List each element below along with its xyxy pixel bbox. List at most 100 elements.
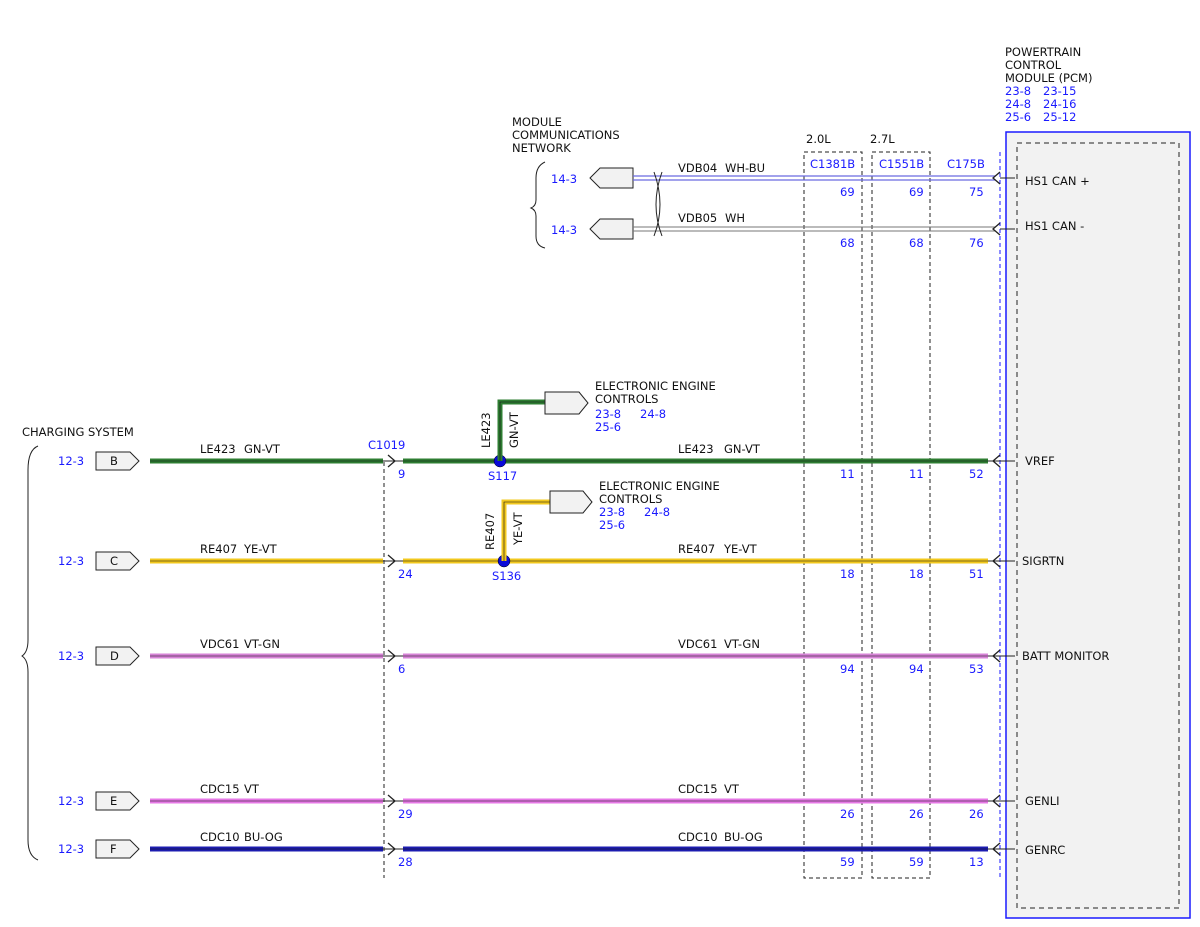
- branch-ref[interactable]: 25-6: [599, 518, 625, 532]
- connector-letter: C: [110, 554, 118, 568]
- wire-circuit: CDC10: [678, 830, 718, 844]
- network-title-line-1: MODULE: [512, 115, 562, 129]
- pcm-pin-label: BATT MONITOR: [1022, 649, 1109, 663]
- branch-connector-shape: [549, 490, 593, 514]
- network-ref[interactable]: 14-3: [551, 223, 577, 237]
- connector-letter: F: [110, 842, 117, 856]
- branch-connector-shape: [544, 391, 589, 415]
- pcm-pin-label: SIGRTN: [1022, 554, 1064, 568]
- wire-circuit: CDC15: [678, 782, 718, 796]
- pin-number: 18: [840, 567, 855, 581]
- wire-ref[interactable]: 12-3: [58, 454, 84, 468]
- branch-dest-line-1: ELECTRONIC ENGINE: [595, 379, 716, 393]
- pcm-ref[interactable]: 24-16: [1043, 97, 1076, 111]
- connector-name[interactable]: C175B: [947, 157, 985, 171]
- branch-ref[interactable]: 25-6: [595, 420, 621, 434]
- branch-circuit: LE423: [479, 412, 493, 448]
- wire-color: GN-VT: [724, 442, 761, 456]
- wire-circuit: RE407: [678, 542, 715, 556]
- wire-color: VT: [724, 782, 740, 796]
- splice-name: S136: [492, 569, 521, 583]
- wire-color: VT-GN: [244, 637, 280, 651]
- pcm-pin-label: GENLI: [1025, 794, 1060, 808]
- wire-color: VT-GN: [724, 637, 760, 651]
- branch-ref[interactable]: 24-8: [644, 505, 670, 519]
- wire-ref[interactable]: 12-3: [58, 649, 84, 663]
- c1019-pin: 24: [398, 567, 413, 581]
- network-title-line-2: COMMUNICATIONS: [512, 128, 620, 142]
- wire-color: BU-OG: [724, 830, 763, 844]
- pin-number: 76: [969, 236, 984, 250]
- pin-number: 59: [840, 855, 855, 869]
- pin-number: 69: [840, 185, 855, 199]
- pin-number: 26: [909, 807, 924, 821]
- branch-dest-line-2: CONTROLS: [595, 392, 658, 406]
- connector-name[interactable]: C1381B: [810, 157, 855, 171]
- branch-dest-line-2: CONTROLS: [599, 492, 662, 506]
- network-connector-shape: [589, 218, 634, 240]
- connector-letter: D: [110, 649, 119, 663]
- wire-connector-shape: [95, 646, 140, 666]
- branch-ref[interactable]: 23-8: [595, 407, 621, 421]
- splice-name: S117: [488, 469, 517, 483]
- c1019-pin: 6: [398, 662, 405, 676]
- wire-circuit: LE423: [200, 442, 236, 456]
- pin-number: 59: [909, 855, 924, 869]
- wire-ref[interactable]: 12-3: [58, 842, 84, 856]
- c1019-pin: 9: [398, 467, 405, 481]
- branch-color: YE-VT: [511, 511, 525, 546]
- wire-circuit: LE423: [678, 442, 714, 456]
- wire-connector-shape: [95, 791, 140, 811]
- connector-name[interactable]: C1551B: [879, 157, 924, 171]
- wire-connector-shape: [95, 451, 140, 471]
- engine-label: 2.7L: [870, 132, 895, 146]
- wire-color: YE-VT: [723, 542, 758, 556]
- engine-label: 2.0L: [806, 132, 831, 146]
- wire-color: GN-VT: [244, 442, 281, 456]
- network-section: MODULE COMMUNICATIONS NETWORK 14-3 VDB04…: [512, 115, 1015, 250]
- pcm-pin-label: VREF: [1025, 454, 1055, 468]
- inline-connectors: 2.0L 2.7L C1381B C1551B C175B C1019: [368, 132, 1001, 879]
- wire-color: WH: [725, 211, 745, 225]
- branch-ref[interactable]: 24-8: [640, 407, 666, 421]
- wire-circuit: CDC15: [200, 782, 240, 796]
- pin-number: 94: [840, 662, 855, 676]
- connector-c1551b-box: [871, 151, 931, 879]
- wire-connector-shape: [95, 839, 140, 859]
- c1019-pin: 28: [398, 855, 413, 869]
- pcm-ref[interactable]: 23-15: [1043, 84, 1076, 98]
- pin-number: 13: [969, 855, 984, 869]
- pin-number: 69: [909, 185, 924, 199]
- branch-circuit: RE407: [483, 513, 497, 550]
- wire-circuit: CDC10: [200, 830, 240, 844]
- wire-circuit: VDC61: [678, 637, 717, 651]
- pin-number: 53: [969, 662, 984, 676]
- connector-letter: B: [110, 454, 118, 468]
- branch-ref[interactable]: 23-8: [599, 505, 625, 519]
- pcm-ref[interactable]: 23-8: [1005, 84, 1031, 98]
- pin-number: 26: [969, 807, 984, 821]
- pcm-module: POWERTRAIN CONTROL MODULE (PCM) 23-8 23-…: [1005, 45, 1191, 919]
- wire-color: VT: [244, 782, 260, 796]
- wire-connector-shape: [95, 551, 140, 571]
- connector-c1381b-box: [803, 151, 863, 879]
- network-connector-shape: [589, 167, 634, 189]
- network-ref[interactable]: 14-3: [551, 172, 577, 186]
- pcm-pin-label: HS1 CAN -: [1025, 219, 1084, 233]
- pcm-ref[interactable]: 24-8: [1005, 97, 1031, 111]
- pin-number: 18: [909, 567, 924, 581]
- wire-circuit: VDB05: [678, 211, 717, 225]
- network-brace: [529, 161, 546, 249]
- pcm-ref[interactable]: 25-6: [1005, 110, 1031, 124]
- pcm-ref[interactable]: 25-12: [1043, 110, 1076, 124]
- wire-color: YE-VT: [243, 542, 278, 556]
- pin-number: 68: [909, 236, 924, 250]
- pin-number: 94: [909, 662, 924, 676]
- wire-ref[interactable]: 12-3: [58, 554, 84, 568]
- connector-c1019-name[interactable]: C1019: [368, 438, 405, 452]
- wire-circuit: VDB04: [678, 161, 717, 175]
- pcm-title-line-3: MODULE (PCM): [1005, 71, 1092, 85]
- branch-s136: RE407 YE-VT ELECTRONIC ENGINE CONTROLS 2…: [483, 479, 720, 561]
- wire-ref[interactable]: 12-3: [58, 794, 84, 808]
